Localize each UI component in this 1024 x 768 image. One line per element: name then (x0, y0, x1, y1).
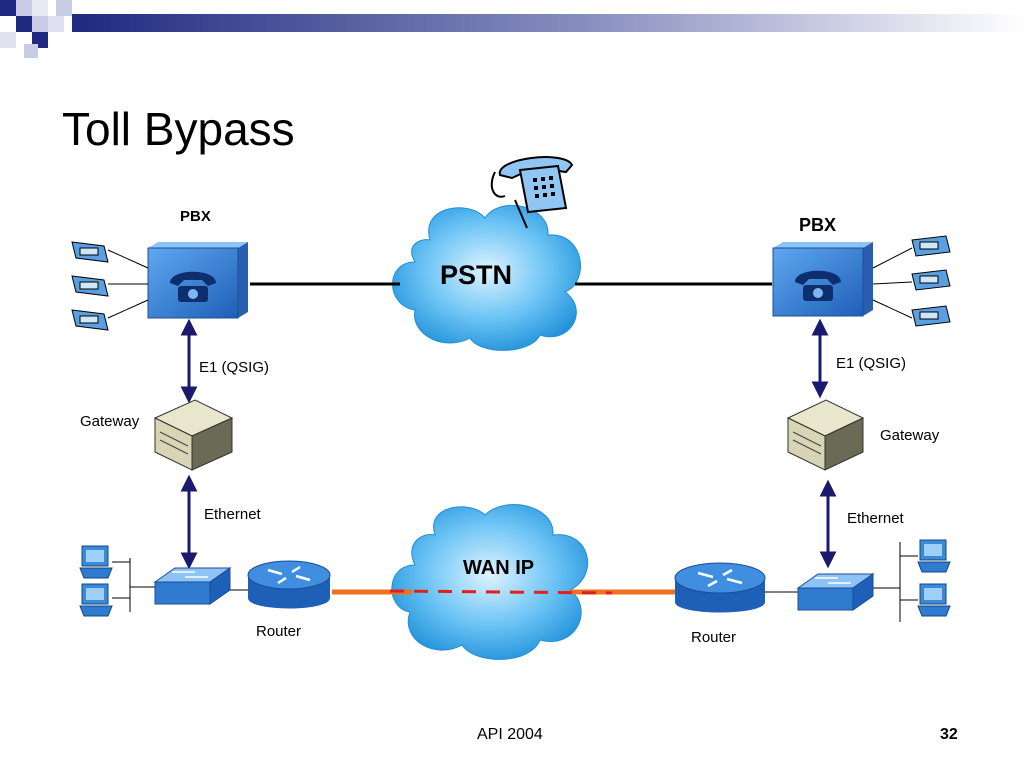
switch-right-icon (765, 573, 900, 611)
pbx-right-icon (772, 242, 873, 317)
wan-cloud (391, 504, 588, 660)
pstn-label: PSTN (440, 260, 513, 290)
pbx-left-icon (147, 242, 248, 319)
arrow-left-pbx-gateway (180, 318, 198, 404)
phones-left (71, 241, 149, 331)
phones-right (872, 235, 951, 327)
router-right-icon (674, 562, 766, 613)
trunk-left-label: E1 (QSIG) (199, 359, 270, 376)
footer-text: API 2004 (477, 726, 543, 743)
arrow-left-gateway-switch (180, 474, 198, 570)
router-left-icon (247, 560, 331, 609)
gateway-left-label: Gateway (80, 413, 140, 430)
ethernet-right-label: Ethernet (847, 510, 904, 527)
arrow-right-pbx-gateway (811, 318, 829, 399)
voip-dashed-path (389, 589, 613, 595)
pbx-left-label: PBX (180, 208, 211, 225)
ethernet-left-label: Ethernet (204, 506, 261, 523)
page-number: 32 (940, 726, 958, 743)
phone-cord (514, 199, 528, 229)
corner-decoration (0, 0, 72, 58)
switch-left-icon (130, 567, 250, 605)
gateway-right-label: Gateway (880, 427, 940, 444)
router-right-label: Router (691, 629, 737, 646)
pbx-right-label: PBX (799, 215, 837, 235)
telephone-icon (490, 156, 574, 214)
pcs-left (79, 545, 131, 617)
arrow-right-gateway-switch (819, 479, 837, 569)
slide-title: Toll Bypass (62, 103, 295, 155)
pcs-right (899, 539, 951, 622)
header-bar (72, 14, 1024, 32)
gateway-right-icon (786, 399, 865, 471)
gateway-left-icon (153, 399, 234, 471)
wan-label: WAN IP (463, 557, 535, 579)
router-left-label: Router (256, 623, 302, 640)
trunk-right-label: E1 (QSIG) (836, 355, 907, 372)
